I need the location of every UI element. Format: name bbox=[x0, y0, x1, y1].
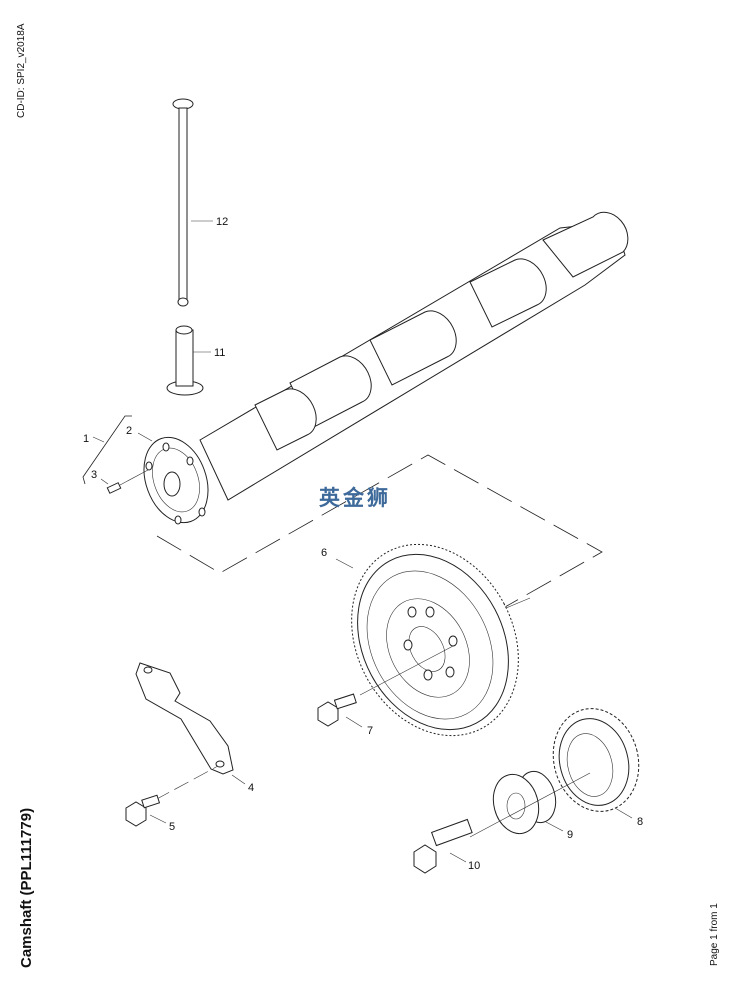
idler-hub[interactable] bbox=[487, 767, 561, 838]
dowel-pin[interactable] bbox=[106, 469, 149, 494]
assembly-bracket bbox=[82, 415, 132, 485]
callout-9: 9 bbox=[567, 829, 573, 841]
callout-4: 4 bbox=[248, 782, 254, 794]
callout-1: 1 bbox=[83, 433, 89, 445]
hub-bolt[interactable] bbox=[413, 818, 473, 874]
callout-5: 5 bbox=[169, 821, 175, 833]
camshaft-gear[interactable] bbox=[319, 515, 551, 765]
bracket[interactable] bbox=[135, 662, 234, 775]
leader-lines bbox=[92, 220, 633, 863]
callout-3: 3 bbox=[91, 469, 97, 481]
watermark-logo: 英金狮 bbox=[319, 486, 391, 510]
callout-12: 12 bbox=[216, 216, 228, 228]
assembly-outline bbox=[156, 454, 603, 608]
callout-7: 7 bbox=[367, 725, 373, 737]
idler-gear[interactable] bbox=[542, 699, 650, 821]
callout-10: 10 bbox=[468, 860, 480, 872]
callout-6: 6 bbox=[321, 547, 327, 559]
push-rod[interactable] bbox=[172, 98, 194, 307]
bracket-bolt[interactable] bbox=[125, 794, 161, 827]
camshaft[interactable] bbox=[133, 211, 629, 531]
callout-8: 8 bbox=[637, 816, 643, 828]
gear-bolt[interactable] bbox=[317, 693, 357, 727]
callout-2: 2 bbox=[126, 425, 132, 437]
tappet[interactable] bbox=[166, 325, 204, 396]
callout-11: 11 bbox=[214, 347, 225, 359]
